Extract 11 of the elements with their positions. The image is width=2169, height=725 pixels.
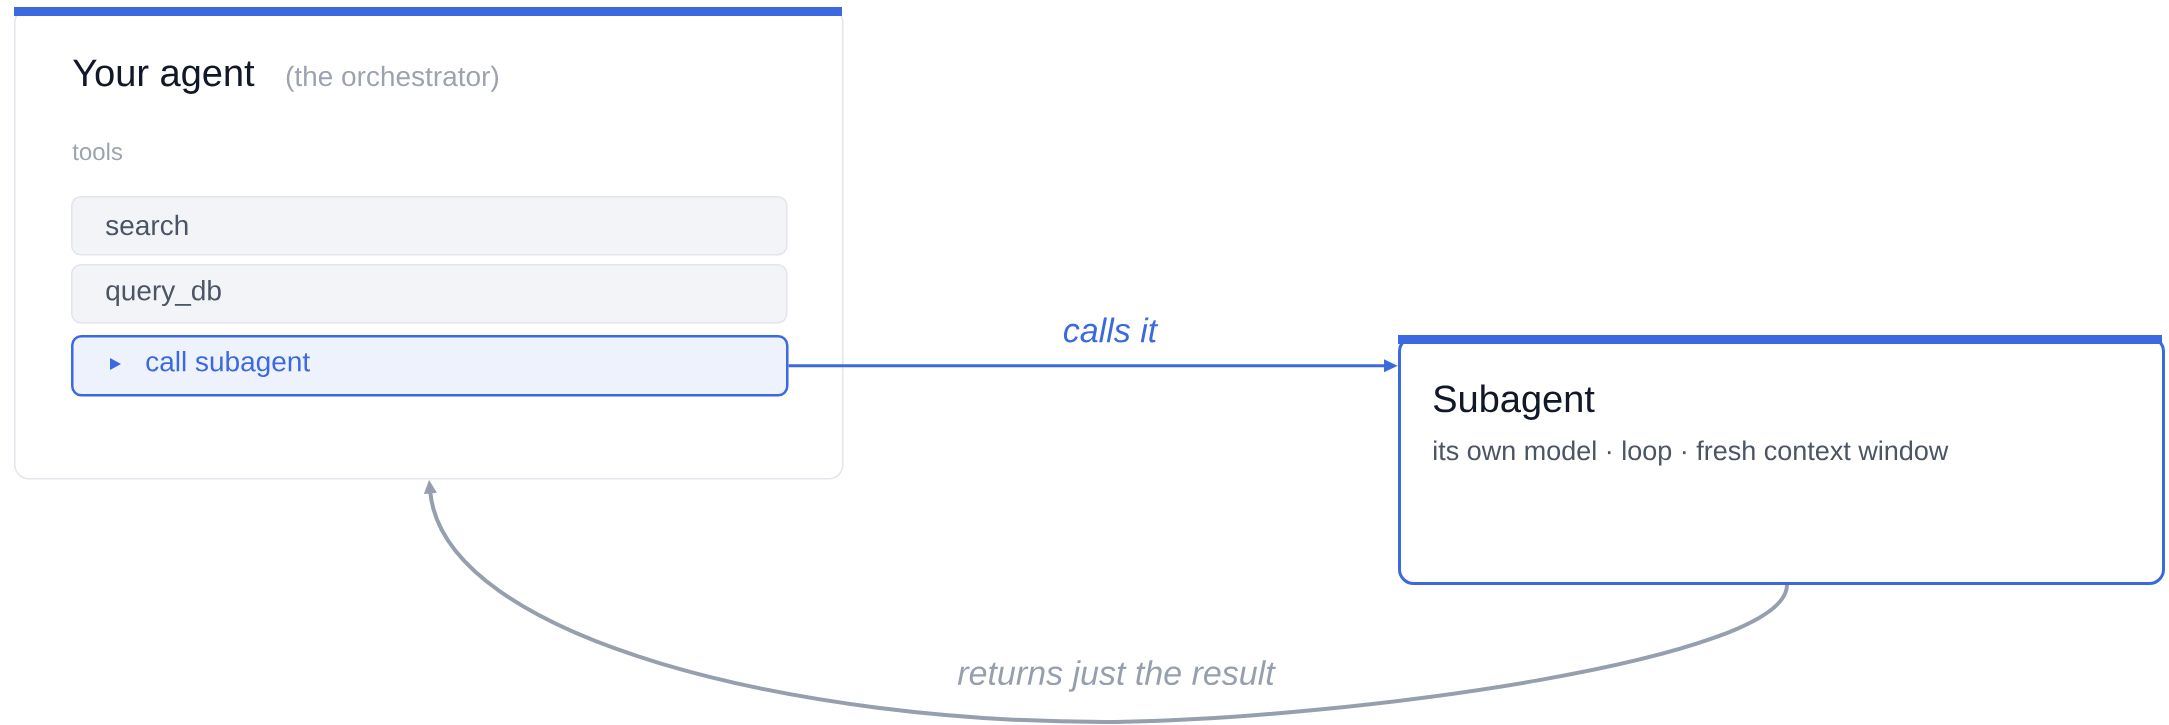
card-description: its own model · loop · fresh context window [1434,440,1949,466]
edge-label: calls it [1063,317,1159,343]
tool-item: query_db [71,264,788,324]
card-title: Your agent [73,59,255,94]
tool-item: search [71,196,788,256]
tool-item: call subagent [71,335,789,397]
card-title: Subagent [1433,384,1595,420]
edge-label: returns just the result [957,660,1276,692]
section-label: tools [72,142,123,161]
card-subtitle: (the orchestrator) [286,65,498,92]
subagent-card [1398,335,2165,585]
